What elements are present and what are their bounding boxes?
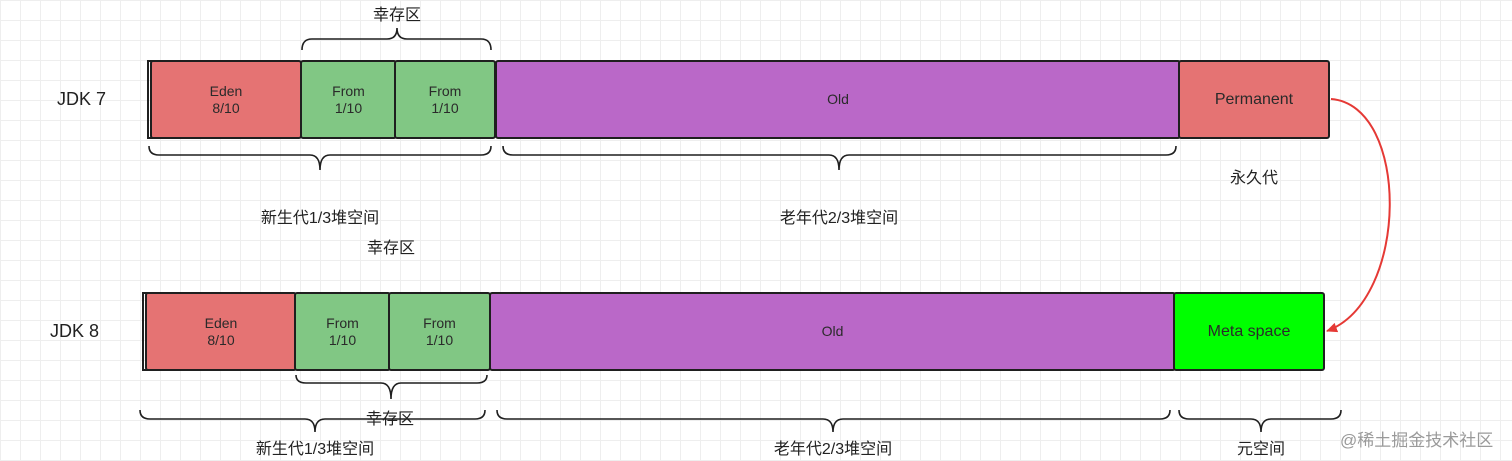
jdk7-from2-ratio: 1/10 bbox=[431, 99, 459, 116]
jdk7-label: JDK 7 bbox=[57, 89, 107, 109]
watermark: @稀土掘金技术社区 bbox=[1340, 431, 1494, 450]
jdk8-metaspace-brace bbox=[1178, 409, 1342, 433]
jdk7-old-caption: 老年代2/3堆空间 bbox=[779, 210, 899, 227]
jdk8-old-caption: 老年代2/3堆空间 bbox=[773, 441, 893, 458]
jdk7-permanent-label: Permanent bbox=[1214, 91, 1294, 108]
jdk8-young-brace bbox=[139, 409, 486, 433]
jdk8-eden-name: Eden bbox=[204, 314, 238, 331]
jdk8-from2-ratio: 1/10 bbox=[425, 331, 454, 348]
jdk8-from1-ratio: 1/10 bbox=[328, 331, 357, 348]
jdk8-survivor-brace bbox=[295, 374, 488, 400]
jdk8-metaspace-block: Meta space bbox=[1173, 292, 1325, 371]
jdk8-from1-name: From bbox=[326, 314, 359, 331]
jdk7-from2-name: From bbox=[428, 82, 462, 99]
jdk7-young-caption: 新生代1/3堆空间 bbox=[260, 210, 380, 227]
jdk8-from-block-1: From 1/10 bbox=[294, 292, 391, 371]
jdk7-from1-name: From bbox=[332, 82, 365, 99]
jdk8-survivor-label-top: 幸存区 bbox=[366, 240, 416, 257]
jdk8-eden-ratio: 8/10 bbox=[207, 331, 235, 348]
jdk7-from1-ratio: 1/10 bbox=[334, 99, 363, 116]
jdk8-label: JDK 8 bbox=[50, 321, 100, 341]
jdk7-eden-name: Eden bbox=[209, 82, 243, 99]
permanent-to-metaspace-arrow bbox=[1326, 98, 1391, 333]
jdk7-survivor-brace bbox=[301, 27, 492, 51]
jdk8-from2-name: From bbox=[423, 314, 456, 331]
jdk8-old-label: Old bbox=[821, 323, 844, 339]
jdk7-permanent-caption: 永久代 bbox=[1229, 170, 1279, 187]
jdk8-young-caption: 新生代1/3堆空间 bbox=[255, 441, 375, 458]
jdk7-eden-block: Eden 8/10 bbox=[150, 60, 302, 139]
jdk8-old-brace bbox=[496, 409, 1171, 433]
jdk8-old-block: Old bbox=[489, 292, 1176, 371]
jdk8-from-block-2: From 1/10 bbox=[388, 292, 491, 371]
jdk7-old-brace bbox=[502, 145, 1177, 171]
jdk7-eden-ratio: 8/10 bbox=[212, 99, 240, 116]
jdk7-survivor-label: 幸存区 bbox=[372, 7, 422, 24]
jdk7-old-block: Old bbox=[495, 60, 1181, 139]
jdk8-metaspace-caption: 元空间 bbox=[1236, 441, 1286, 458]
jdk7-old-label: Old bbox=[827, 91, 849, 107]
jdk7-young-brace bbox=[148, 145, 492, 171]
jdk8-metaspace-label: Meta space bbox=[1207, 323, 1291, 340]
jdk7-from-block-1: From 1/10 bbox=[300, 60, 397, 139]
jdk7-permanent-block: Permanent bbox=[1178, 60, 1330, 139]
